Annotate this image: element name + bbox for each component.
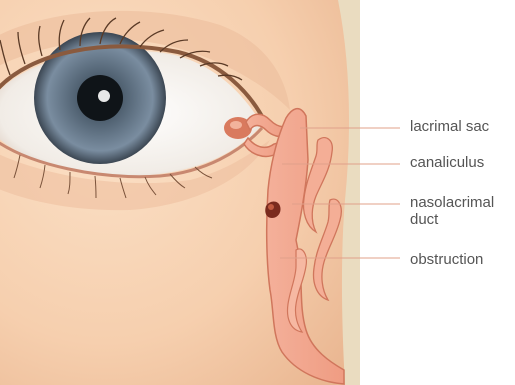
label-nasolacrimal-duct: nasolacrimal duct [410,194,494,228]
caruncle-highlight [230,121,242,129]
label-obstruction: obstruction [410,251,483,268]
label-canaliculus: canaliculus [410,154,484,171]
label-nasolacrimal-line1: nasolacrimal [410,194,494,211]
eye-highlight [98,90,110,102]
obstruction-highlight [268,204,274,210]
label-lacrimal-sac: lacrimal sac [410,118,489,135]
label-nasolacrimal-line2: duct [410,211,494,228]
